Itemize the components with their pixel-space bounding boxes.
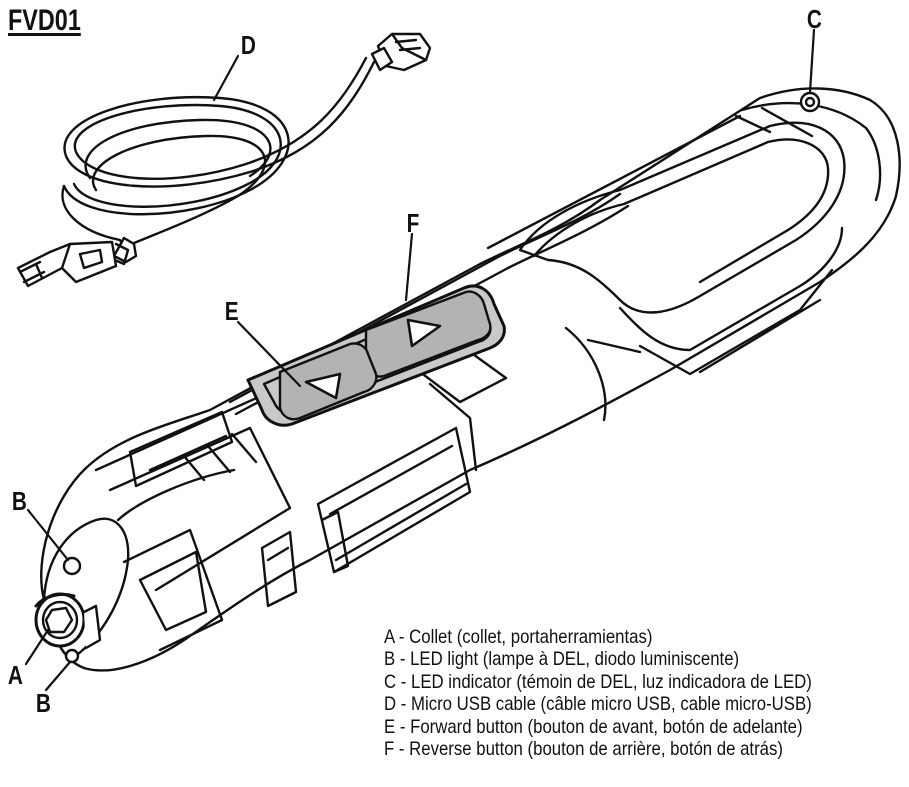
callout-d: D [240, 30, 256, 60]
screwdriver-body-icon [40, 87, 901, 672]
callout-c: C [806, 4, 822, 34]
legend-item-d: D - Micro USB cable (câble micro USB, ca… [384, 693, 812, 716]
button-panel-icon [246, 284, 506, 427]
legend-item-f: F - Reverse button (bouton de arrière, b… [384, 738, 783, 761]
leader-lines [24, 28, 816, 692]
callout-e: E [224, 296, 239, 326]
callout-b-bottom: B [35, 688, 51, 718]
callout-f: F [406, 208, 420, 238]
legend-item-b: B - LED light (lampe à DEL, diodo lumini… [384, 648, 740, 671]
model-number: FVD01 [8, 4, 81, 37]
callout-b-top: B [11, 486, 27, 516]
collet-icon [34, 592, 102, 650]
legend-item-c: C - LED indicator (témoin de DEL, luz in… [384, 670, 812, 693]
legend-item-a: A - Collet (collet, portaherramientas) [384, 626, 653, 648]
usb-cable-icon [16, 32, 432, 288]
callout-a: A [7, 660, 23, 690]
legend-item-e: E - Forward button (bouton de avant, bot… [384, 715, 803, 738]
parts-legend: A - Collet (collet, portaherramientas) B… [384, 626, 812, 760]
